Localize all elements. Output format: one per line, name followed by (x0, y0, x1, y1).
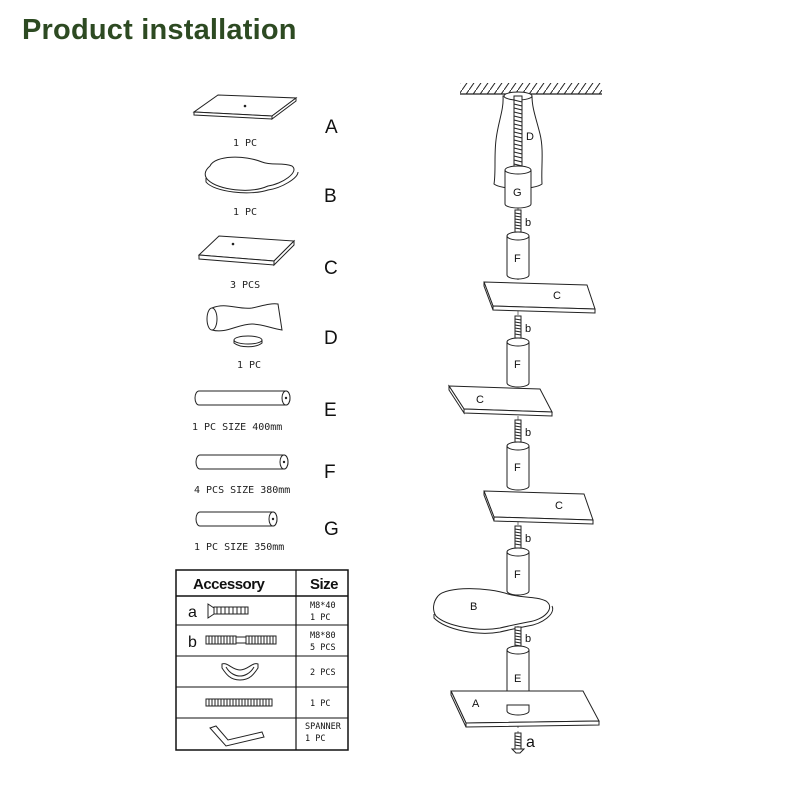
assembly-tube-f-4 (506, 547, 530, 596)
assembly-board-c-3 (483, 490, 594, 525)
assembly-tube-f-1 (506, 231, 530, 280)
part-d-qty: 1 PC (237, 360, 261, 371)
part-b-icon (204, 156, 299, 194)
assembly-label-c-2: C (476, 394, 484, 406)
assembly-label-f-1: F (514, 253, 521, 265)
part-d-letter: D (324, 328, 338, 349)
assembly-label-a: A (472, 698, 480, 710)
accessory-b-qty: 5 PCS (310, 643, 336, 653)
assembly-label-f-4: F (514, 569, 521, 581)
part-e-letter: E (324, 400, 337, 421)
accessory-spanner-qty: 1 PC (305, 734, 325, 744)
part-a-letter: A (325, 117, 338, 138)
assembly-screw-a (510, 732, 526, 754)
assembly-bolt-label-1: b (525, 217, 531, 229)
accessory-a-label: a (188, 604, 197, 621)
assembly-bolt-label-2: b (525, 323, 531, 335)
threaded-rod-icon (205, 698, 273, 707)
page-title: Product installation (22, 14, 297, 46)
part-c-icon (197, 235, 296, 267)
double-threaded-bolt-icon (205, 635, 277, 645)
assembly-bolt-label-4: b (525, 533, 531, 545)
part-g-icon (195, 511, 278, 527)
part-f-icon (195, 454, 289, 470)
assembly-board-a (450, 690, 600, 728)
part-e-icon (194, 390, 291, 406)
assembly-screw-label: a (526, 734, 535, 751)
size-header: Size (310, 576, 338, 593)
assembly-label-c-3: C (555, 500, 563, 512)
part-d-icon (206, 303, 283, 348)
assembly-bolt-label-5: b (525, 633, 531, 645)
assembly-label-d: D (526, 131, 534, 143)
accessory-b-label: b (188, 634, 197, 651)
part-f-qty: 4 PCS SIZE 380mm (194, 485, 290, 496)
accessory-table (175, 569, 349, 751)
part-a-qty: 1 PC (233, 138, 257, 149)
ceiling (460, 83, 602, 95)
accessory-a-qty: 1 PC (310, 613, 330, 623)
accessory-header: Accessory (193, 576, 266, 593)
accessory-rod-qty: 1 PC (310, 699, 330, 709)
accessory-a-size: M8*40 (310, 601, 336, 611)
part-g-qty: 1 PC SIZE 350mm (194, 542, 284, 553)
part-f-letter: F (324, 462, 336, 483)
assembly-label-c-1: C (553, 290, 561, 302)
screw-icon (207, 603, 249, 619)
assembly-label-f-2: F (514, 359, 521, 371)
part-c-qty: 3 PCS (230, 280, 260, 291)
assembly-bolt-2 (514, 315, 522, 339)
part-e-qty: 1 PC SIZE 400mm (192, 422, 282, 433)
assembly-bolt-4 (514, 525, 522, 549)
assembly-bolt-label-3: b (525, 427, 531, 439)
assembly-bolt-1 (514, 209, 522, 233)
part-g-letter: G (324, 519, 339, 540)
assembly-board-b (433, 588, 554, 634)
accessory-clip-qty: 2 PCS (310, 668, 336, 678)
assembly-label-e: E (514, 673, 521, 685)
accessory-spanner-name: SPANNER (305, 722, 342, 732)
assembly-board-c-2 (448, 384, 553, 417)
assembly-label-b: B (470, 601, 477, 613)
part-a-icon (192, 94, 298, 120)
part-b-letter: B (324, 186, 337, 207)
assembly-label-f-3: F (514, 462, 521, 474)
assembly-part-d (493, 91, 543, 189)
accessory-b-size: M8*80 (310, 631, 336, 641)
part-b-qty: 1 PC (233, 207, 257, 218)
assembly-board-c-1 (483, 281, 596, 314)
assembly-tube-f-3 (506, 441, 530, 491)
assembly-bolt-3 (514, 419, 522, 443)
hex-key-icon (209, 725, 265, 747)
assembly-tube-f-2 (506, 337, 530, 388)
part-c-letter: C (324, 258, 338, 279)
assembly-tube-g (504, 165, 532, 209)
assembly-label-g: G (513, 187, 522, 199)
clip-icon (221, 663, 259, 681)
